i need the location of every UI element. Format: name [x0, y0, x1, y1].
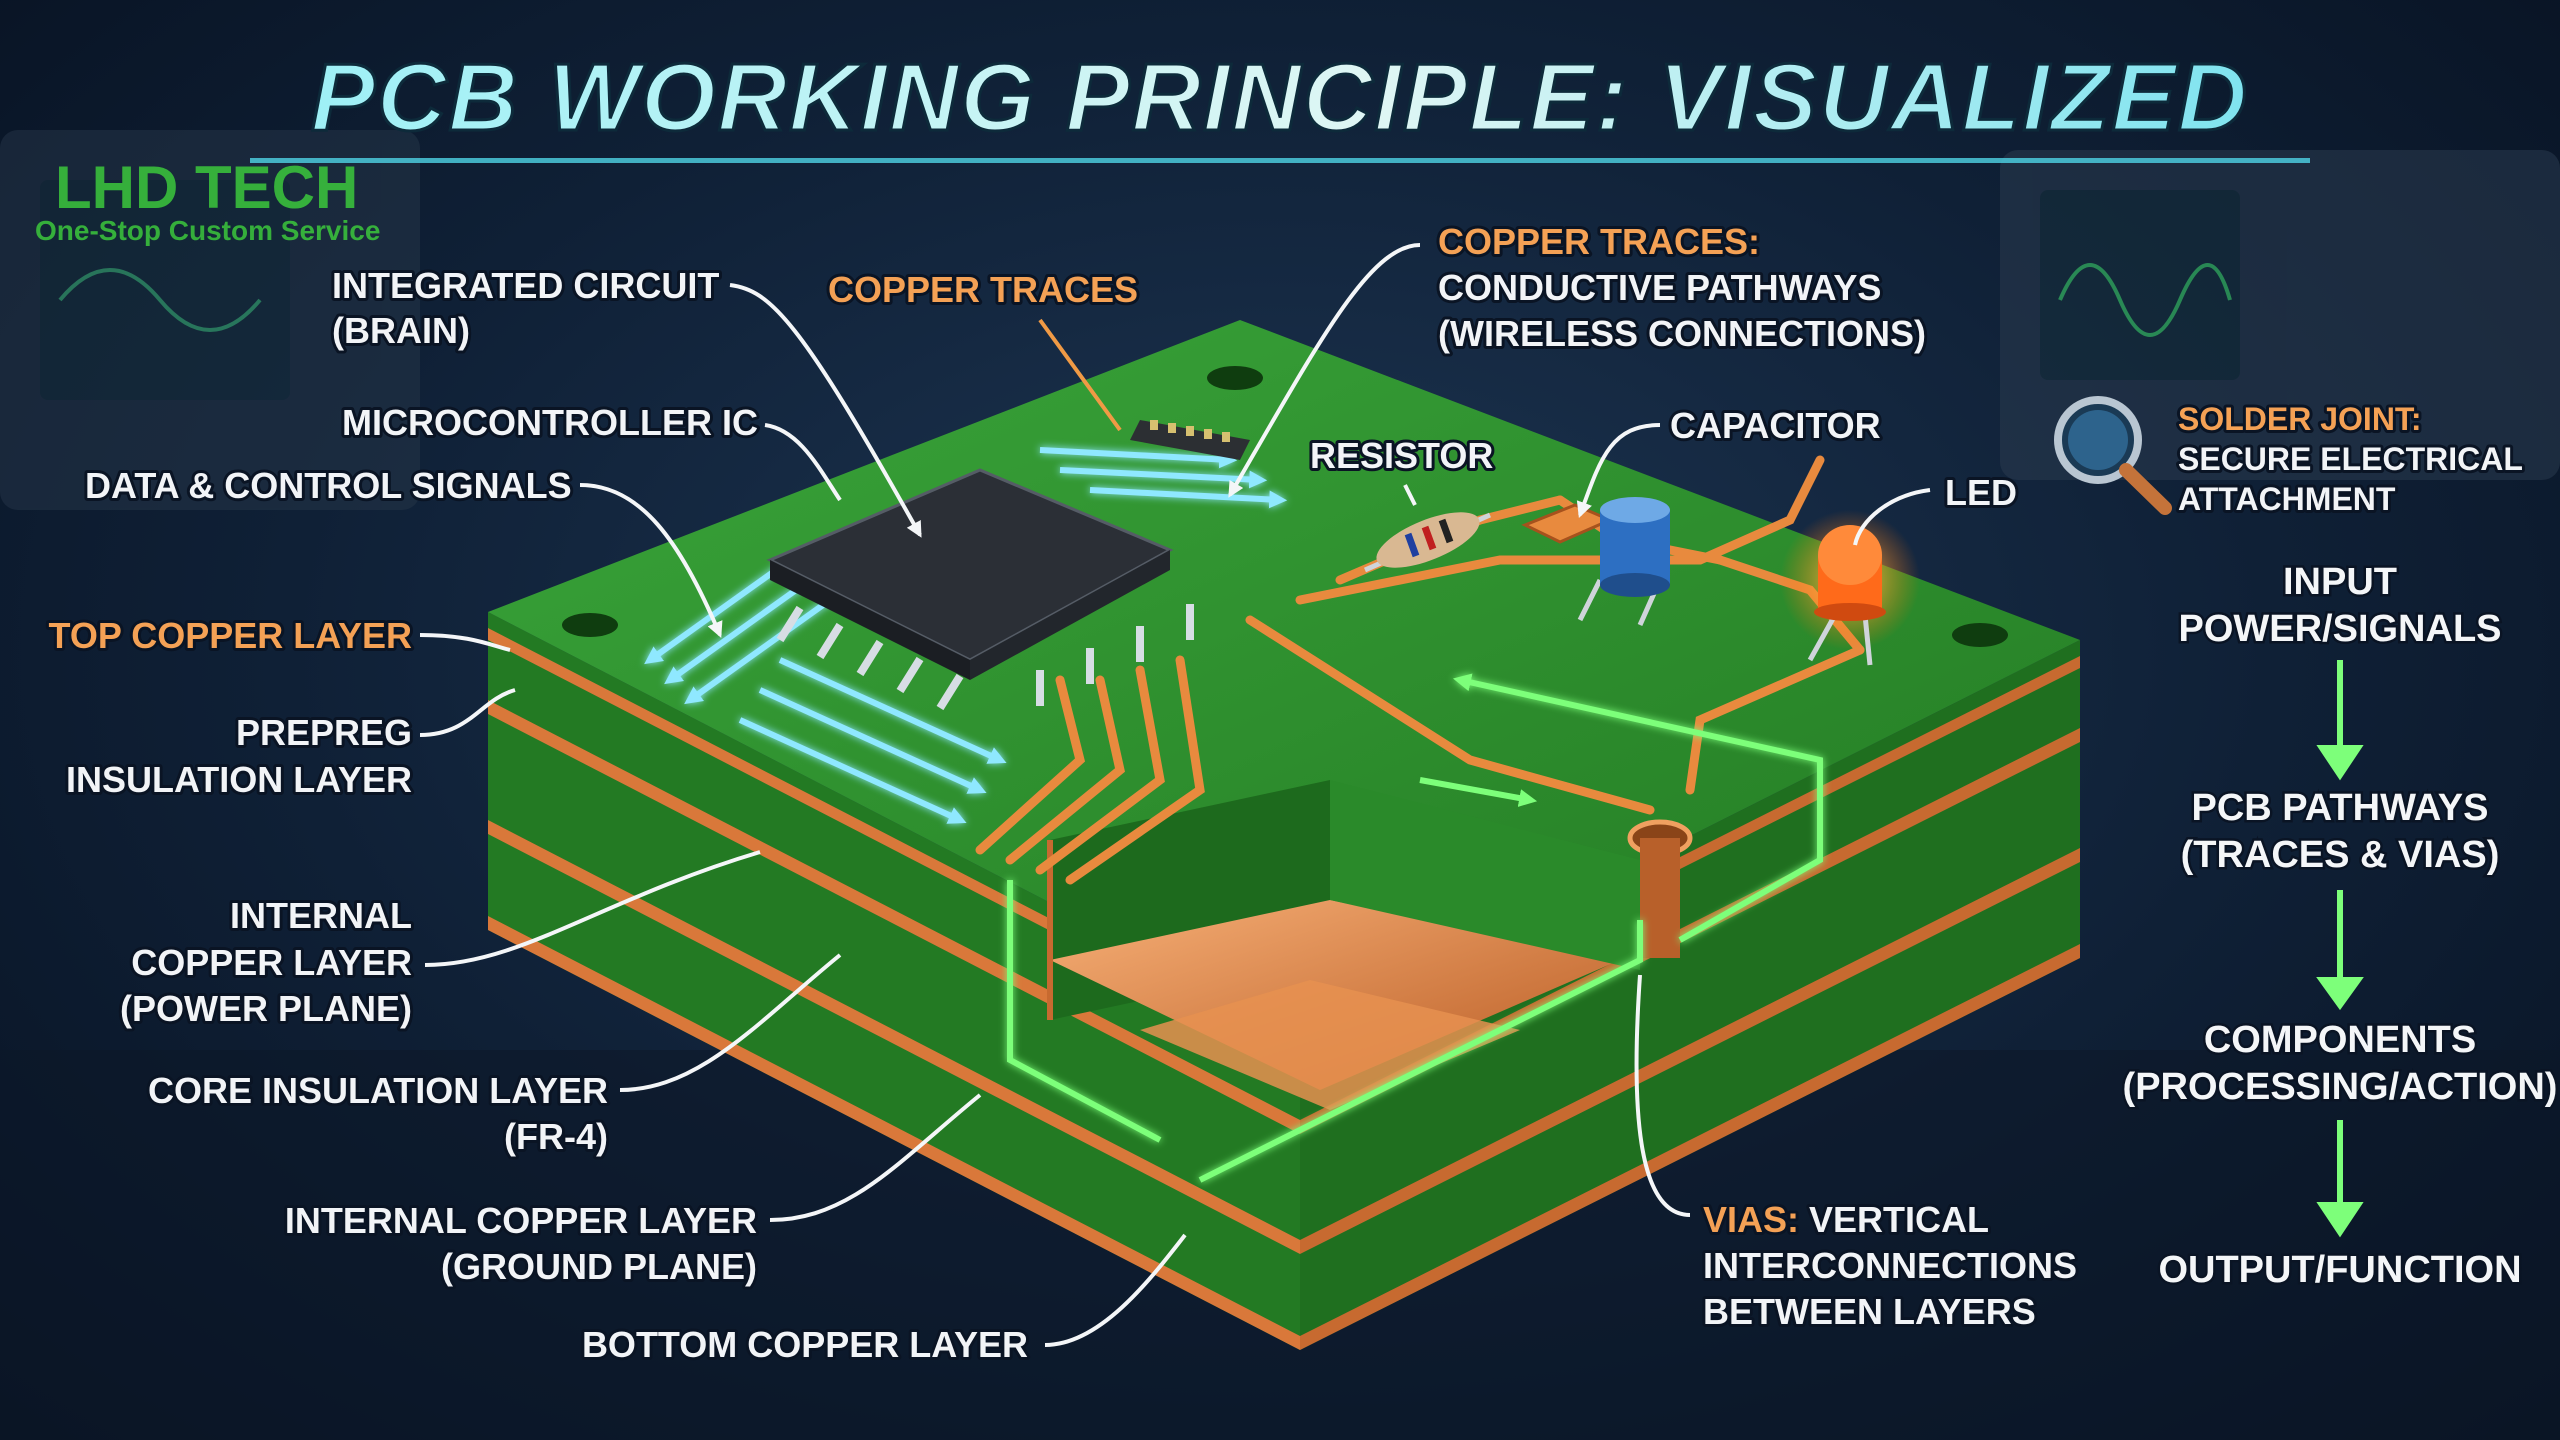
label-capacitor: CAPACITOR — [1670, 405, 1881, 446]
page-title: PCB WORKING PRINCIPLE: VISUALIZED — [311, 44, 2249, 151]
flow-arrow — [2316, 1120, 2364, 1238]
electrolytic-capacitor — [1577, 497, 1670, 627]
label-vias-3: BETWEEN LAYERS — [1703, 1291, 2036, 1332]
signal-flow-arrow — [1419, 777, 1538, 807]
label-integrated-circuit-sub: (BRAIN) — [332, 310, 470, 351]
resistor — [1363, 512, 1492, 573]
label-solder-joint-title: SOLDER JOINT: — [2178, 401, 2422, 437]
led — [1780, 510, 1920, 666]
mount-hole — [1207, 366, 1263, 390]
pin-header — [1130, 420, 1250, 460]
flow-components-2: (PROCESSING/ACTION) — [2123, 1066, 2558, 1108]
leader-lines — [419, 243, 1931, 1347]
front-left-face — [488, 612, 1300, 1350]
magnifier-icon — [2054, 396, 2172, 515]
flow-output: OUTPUT/FUNCTION — [2158, 1249, 2521, 1291]
label-vias-2: INTERCONNECTIONS — [1703, 1245, 2077, 1286]
bottom-copper-edge-left — [488, 916, 1300, 1350]
label-core-insulation-sub: (FR-4) — [504, 1116, 608, 1157]
internal-power-edge-left — [488, 700, 1300, 1134]
flow-diagram: INPUT POWER/SIGNALS PCB PATHWAYS (TRACES… — [2120, 559, 2560, 1294]
signal-flow-path — [1007, 680, 1823, 1183]
brand-name: LHD TECH — [55, 154, 358, 221]
label-internal-ground: INTERNAL COPPER LAYER — [285, 1200, 757, 1241]
label-integrated-circuit: INTEGRATED CIRCUIT — [332, 265, 719, 306]
label-core-insulation: CORE INSULATION LAYER — [148, 1070, 608, 1111]
flow-arrow — [2316, 660, 2364, 781]
mount-hole — [562, 613, 618, 637]
title-underline — [250, 158, 2310, 163]
mount-hole — [1952, 623, 2008, 647]
label-internal-power-2: COPPER LAYER — [131, 942, 412, 983]
label-prepreg-sub: INSULATION LAYER — [66, 759, 412, 800]
internal-ground-edge-left — [488, 820, 1300, 1254]
flow-input-2: POWER/SIGNALS — [2178, 608, 2501, 650]
cutaway-wall-right — [1330, 780, 1640, 970]
label-internal-ground-sub: (GROUND PLANE) — [441, 1246, 757, 1287]
label-vias-1: VERTICAL — [1809, 1199, 1989, 1240]
label-vias: VIAS: VERTICAL — [1703, 1199, 1989, 1240]
label-top-copper: TOP COPPER LAYER — [49, 615, 412, 656]
flow-pathways-1: PCB PATHWAYS — [2191, 787, 2488, 829]
microcontroller-ic — [766, 468, 1194, 711]
label-copper-traces-desc-title: COPPER TRACES: — [1438, 221, 1760, 262]
label-internal-power: INTERNAL — [230, 895, 412, 936]
label-copper-traces-desc-2: (WIRELESS CONNECTIONS) — [1438, 313, 1926, 354]
label-resistor: RESISTOR — [1310, 435, 1493, 476]
flow-pathways-2: (TRACES & VIAS) — [2181, 834, 2500, 876]
label-copper-traces: COPPER TRACES — [828, 269, 1138, 310]
label-vias-title: VIAS: — [1703, 1199, 1799, 1240]
label-data-control: DATA & CONTROL SIGNALS — [85, 465, 572, 506]
label-microcontroller: MICROCONTROLLER IC — [342, 402, 758, 443]
component-labels: INTEGRATED CIRCUIT (BRAIN) COPPER TRACES… — [46, 218, 2526, 1368]
label-solder-joint-2: ATTACHMENT — [2178, 481, 2396, 517]
internal-ground-edge-right — [1300, 848, 2080, 1254]
flow-input-1: INPUT — [2283, 561, 2397, 603]
label-bottom-copper: BOTTOM COPPER LAYER — [582, 1324, 1028, 1365]
label-led: LED — [1945, 472, 2017, 513]
brand-tagline: One-Stop Custom Service — [35, 215, 380, 246]
label-prepreg: PREPREG — [236, 712, 412, 753]
flow-components-1: COMPONENTS — [2204, 1019, 2476, 1061]
label-internal-power-3: (POWER PLANE) — [120, 988, 412, 1029]
data-signal-arrows — [644, 447, 1288, 824]
top-surface — [488, 320, 2080, 1032]
pcb-board — [488, 320, 2080, 1350]
via-barrel — [1640, 838, 1680, 958]
bottom-copper-edge-right — [1300, 944, 2080, 1350]
cutaway-pit-inner — [1140, 980, 1520, 1110]
label-solder-joint-1: SECURE ELECTRICAL — [2178, 441, 2523, 477]
label-copper-traces-desc-1: CONDUCTIVE PATHWAYS — [1438, 267, 1881, 308]
front-right-face — [1300, 640, 2080, 1350]
flow-arrow — [2316, 890, 2364, 1011]
